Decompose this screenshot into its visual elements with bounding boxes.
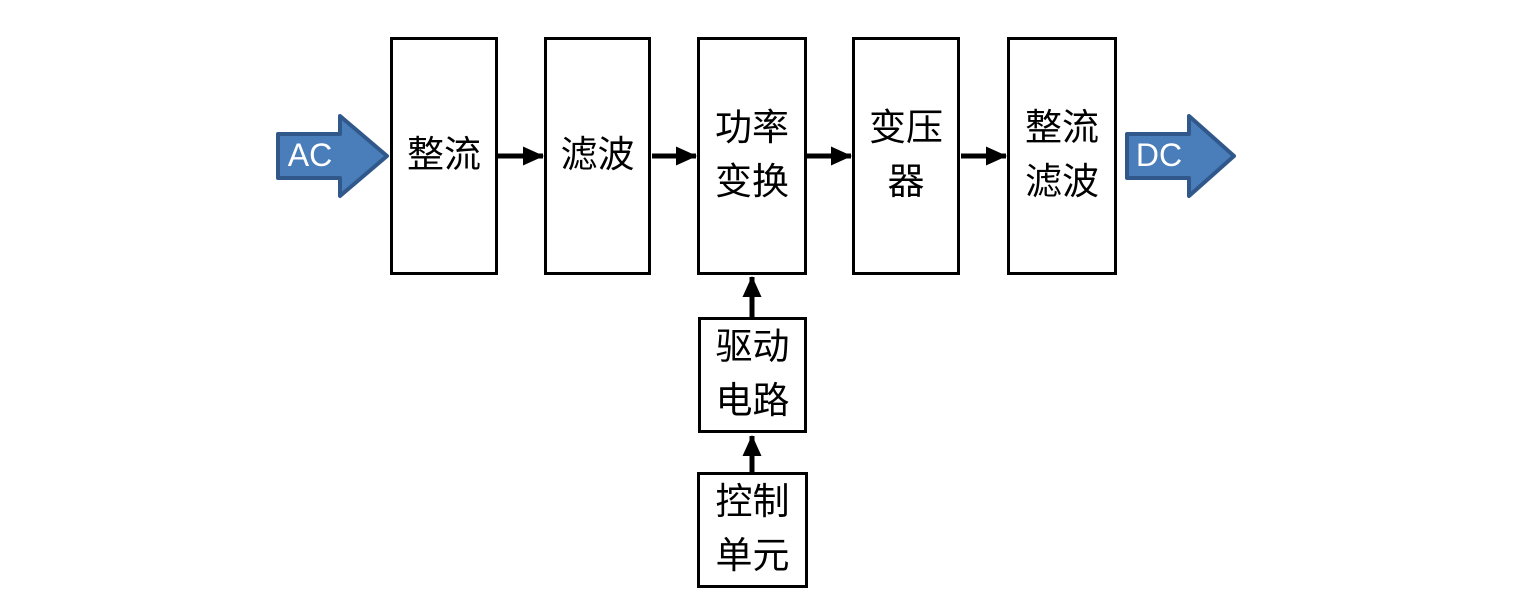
block-filter: 滤波 [544,37,651,275]
block-rectifier-label: 整流 [407,135,481,177]
block-rectify-filter: 整流 滤波 [1007,37,1117,275]
block-rectify-filter-label: 整流 滤波 [1025,108,1099,203]
block-power-conversion-label: 功率 变换 [715,108,789,203]
dc-output-block-arrow-icon [1125,114,1236,198]
ac-input-block-arrow-icon [276,114,389,198]
block-transformer: 变压 器 [852,37,960,275]
block-drive-circuit: 驱动 电路 [698,317,807,433]
block-control-unit-label: 控制 单元 [715,482,790,577]
block-filter-label: 滤波 [560,135,635,177]
block-power-conversion: 功率 变换 [697,37,807,275]
block-control-unit: 控制 单元 [697,472,808,588]
block-drive-circuit-label: 驱动 电路 [715,327,790,422]
block-rectifier: 整流 [390,37,498,275]
block-transformer-label: 变压 器 [869,108,943,203]
ac-input-label: AC [287,136,333,173]
dc-output-label: DC [1135,136,1183,173]
